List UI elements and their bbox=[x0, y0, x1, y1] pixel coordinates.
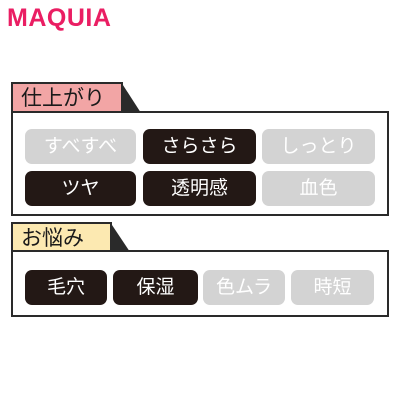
tag-keana: 毛穴 bbox=[25, 270, 107, 305]
concern-heading: お悩み bbox=[21, 226, 84, 250]
tag-jitan: 時短 bbox=[291, 270, 374, 305]
tag-kesshoku: 血色 bbox=[262, 171, 375, 206]
tag-subesube: すべすべ bbox=[25, 129, 136, 164]
concern-heading-tab: お悩み bbox=[11, 222, 130, 252]
tag-tsuya: ツヤ bbox=[25, 171, 136, 206]
finish-heading-tab: 仕上がり bbox=[11, 82, 141, 113]
finish-heading: 仕上がり bbox=[21, 86, 105, 110]
tag-shittori: しっとり bbox=[262, 129, 375, 164]
tag-sarasara: さらさら bbox=[143, 129, 256, 164]
tag-toumeikan: 透明感 bbox=[143, 171, 256, 206]
maquia-logo[interactable]: MAQUIA bbox=[7, 4, 112, 32]
tag-iromura: 色ムラ bbox=[203, 270, 285, 305]
tag-hoshitsu: 保湿 bbox=[113, 270, 198, 305]
